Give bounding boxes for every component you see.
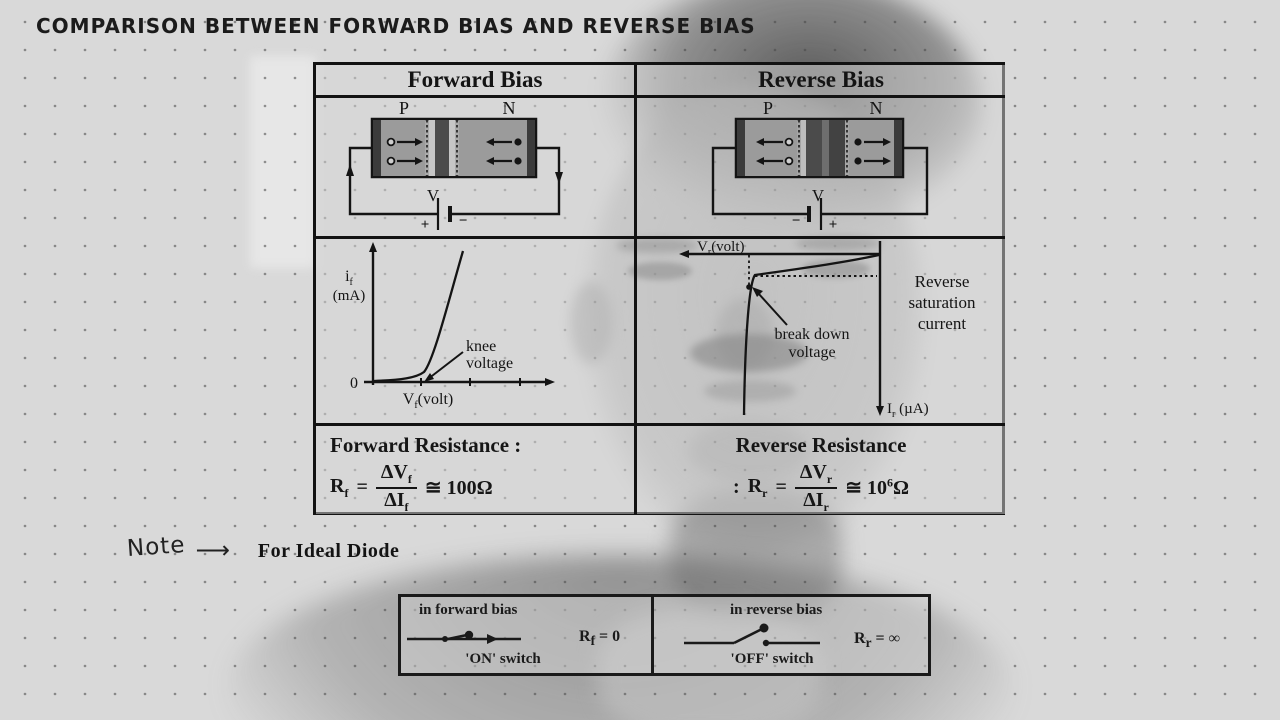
ideal-forward-cell: in forward bias Rf = 0 'ON' switch (401, 597, 654, 673)
y-axis-label: if (345, 268, 353, 288)
r-symbol: Rr (747, 474, 768, 500)
forward-bias-circuit-diagram: P N (346, 98, 563, 233)
equals-sign: = (356, 476, 368, 499)
y-axis-label: Ir (µA) (887, 401, 929, 420)
forward-iv-graph: 0 if (mA) knee voltage Vf(volt) (333, 242, 555, 411)
numerator: ΔVr (794, 461, 838, 490)
p-region-label: P (399, 98, 409, 118)
p-region (745, 120, 797, 176)
forward-ideal-resistance: Rf = 0 (579, 628, 621, 649)
fraction: ΔVr ΔIr (794, 461, 838, 515)
reverse-bias-circuit-diagram: P N (711, 98, 929, 233)
result-value: ≅ 100Ω (424, 477, 493, 500)
battery-label: V (812, 186, 825, 205)
breakdown-label-line1: break down (774, 326, 849, 343)
off-switch-label: 'OFF' switch (730, 651, 814, 667)
depletion-strip (801, 120, 806, 176)
forward-resistance-title: Forward Resistance : (330, 433, 522, 457)
fraction: ΔVf ΔIf (375, 461, 417, 515)
reverse-bias-header: Reverse Bias (637, 65, 1005, 98)
breakdown-label-line2: voltage (788, 344, 835, 361)
ideal-reverse-cell: in reverse bias Rr = ∞ 'OFF' switch (654, 597, 928, 673)
ideal-reverse-caption: in reverse bias (730, 602, 823, 618)
denominator: ΔIf (384, 489, 409, 515)
depletion-mid (822, 120, 829, 176)
minus-sign: − (459, 213, 468, 229)
reverse-ideal-resistance: Rr = ∞ (854, 630, 901, 651)
y-axis-arrow (876, 406, 884, 416)
ideal-forward-caption: in forward bias (419, 602, 518, 618)
ideal-diode-heading: For Ideal Diode (257, 540, 400, 562)
note-row: Note ⟶ For Ideal Diode (126, 531, 400, 564)
depletion-strip (449, 120, 455, 176)
note-arrow-icon: ⟶ (195, 536, 230, 564)
right-contact (894, 120, 902, 176)
open-switch-icon (684, 623, 820, 647)
forward-resistance-formula: Rf = ΔVf ΔIf ≅ 100Ω (330, 461, 634, 514)
right-contact (527, 120, 535, 176)
knee-annotation-line2: voltage (466, 355, 513, 372)
result-value: ≅ 106Ω (845, 475, 909, 500)
n-region-label: N (503, 98, 516, 118)
reverse-iv-graph: Vr(volt) Ir (µA) break down voltage Reve… (679, 239, 976, 420)
closed-switch-icon (407, 630, 521, 644)
note-handwritten: Note (126, 531, 187, 563)
equals-sign: = (775, 476, 787, 499)
p-region-label: P (763, 98, 773, 118)
n-region (849, 120, 894, 176)
depletion-strip (429, 120, 435, 176)
breakdown-point (746, 284, 752, 290)
reverse-resistance-cell: Reverse Resistance : Rr = ΔVr ΔIr ≅ 106Ω (637, 426, 1005, 515)
knee-annotation-arrow (427, 351, 464, 380)
left-contact (737, 120, 745, 176)
n-region-label: N (870, 98, 883, 118)
origin-label: 0 (350, 375, 358, 392)
current-arrow-up (346, 164, 354, 176)
breakdown-annotation-arrow (757, 292, 788, 326)
reverse-resistance-formula: : Rr = ΔVr ΔIr ≅ 106Ω (637, 461, 1005, 514)
colon: : (733, 476, 740, 499)
forward-graph-cell: 0 if (mA) knee voltage Vf(volt) (316, 239, 637, 426)
ideal-diode-table: in forward bias Rf = 0 'ON' switch in re… (398, 594, 931, 676)
saturation-label-line3: current (918, 314, 966, 333)
depletion-region (806, 120, 822, 176)
reverse-graph-cell: Vr(volt) Ir (µA) break down voltage Reve… (637, 239, 1005, 426)
depletion-region (435, 120, 449, 176)
page-title: COMPARISON BETWEEN FORWARD BIAS AND REVE… (36, 14, 756, 38)
saturation-label-line1: Reverse (915, 272, 970, 291)
p-region (381, 120, 425, 176)
forward-resistance-cell: Forward Resistance : Rf = ΔVf ΔIf ≅ 100Ω (316, 426, 637, 515)
denominator: ΔIr (803, 489, 829, 515)
forward-bias-diagram-cell: P N (316, 98, 637, 239)
x-axis-arrow (545, 378, 555, 386)
numerator: ΔVf (375, 461, 417, 490)
y-axis-unit: (mA) (333, 288, 366, 304)
knee-annotation-line1: knee (466, 338, 496, 355)
reverse-resistance-title: Reverse Resistance (735, 433, 907, 457)
reverse-bias-diagram-cell: P N (637, 98, 1005, 239)
comparison-table: Forward Bias Reverse Bias P N (313, 62, 1005, 515)
x-axis-arrow (679, 250, 689, 258)
r-symbol: Rf (330, 474, 349, 500)
on-switch-label: 'ON' switch (465, 651, 541, 667)
minus-sign: − (792, 213, 801, 229)
left-contact (373, 120, 381, 176)
n-region (459, 120, 527, 176)
forward-bias-header: Forward Bias (316, 65, 637, 98)
current-arrow-down (555, 172, 563, 184)
depletion-region (829, 120, 845, 176)
saturation-label-line2: saturation (908, 293, 976, 312)
plus-sign: + (421, 217, 430, 233)
x-axis-label: Vf(volt) (403, 391, 453, 411)
plus-sign: + (829, 217, 838, 233)
y-axis-arrow (369, 242, 377, 252)
